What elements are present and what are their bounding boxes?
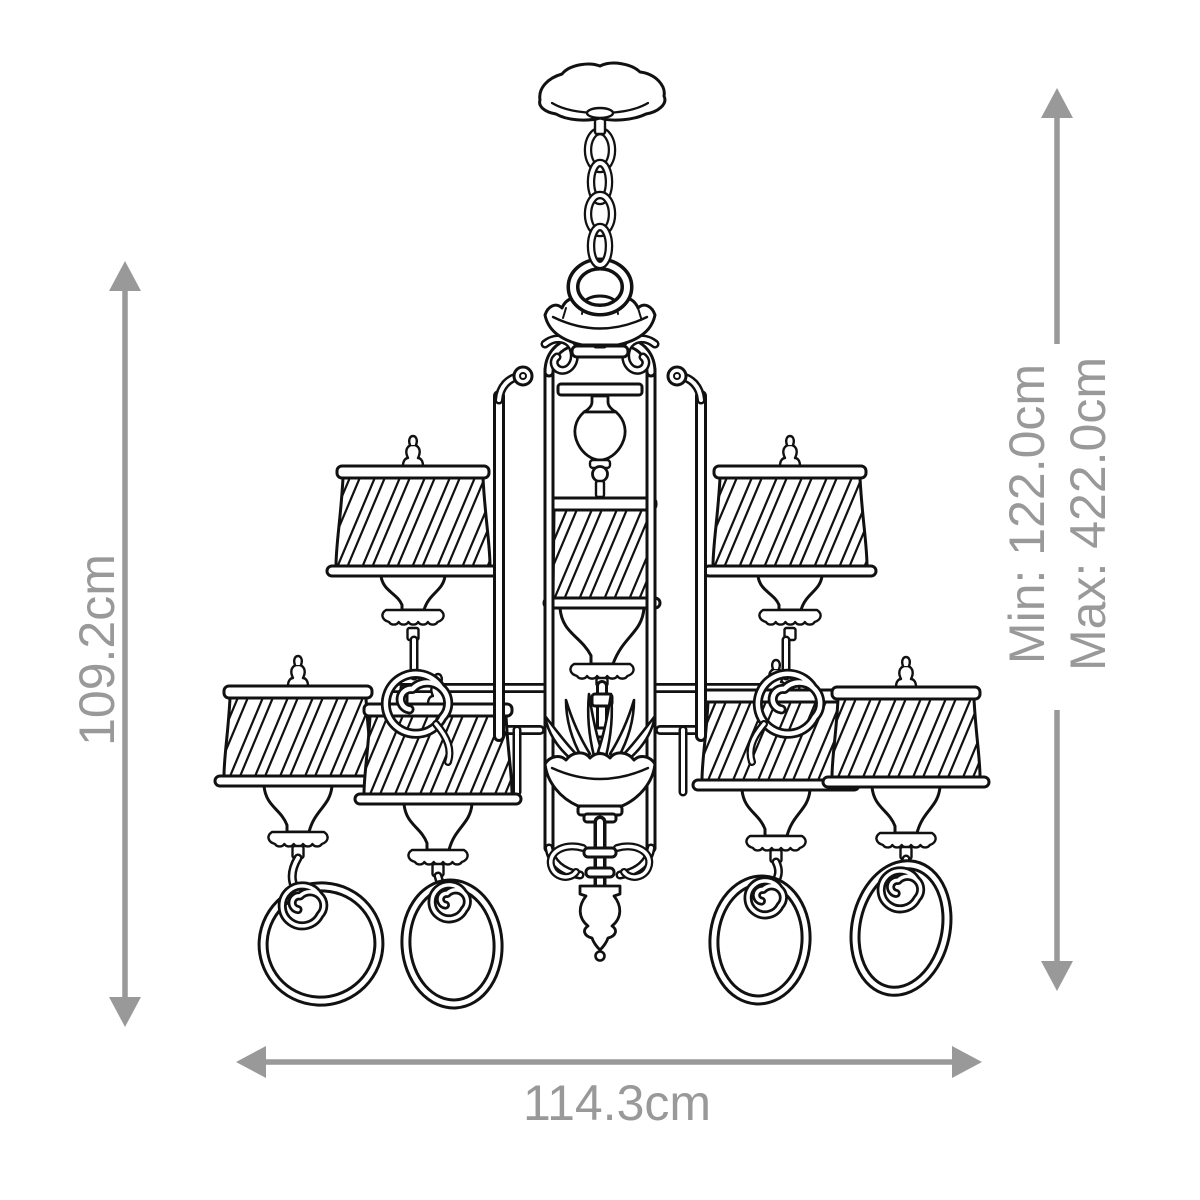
centre-light [542, 496, 662, 762]
drop-min-label: Min: 122.0cm [999, 364, 1055, 664]
upper-tier-right-light [702, 434, 878, 766]
arrow-down-icon [1041, 961, 1073, 991]
chandelier-drawing [213, 61, 991, 1010]
arrow-right-icon [952, 1046, 982, 1078]
suspension [538, 61, 667, 347]
drop-max-label: Max: 422.0cm [1060, 357, 1116, 671]
width-dimension-label: 114.3cm [523, 1075, 711, 1131]
arrow-down-icon [109, 997, 141, 1027]
upper-tier-left-light [325, 434, 501, 766]
arrow-left-icon [236, 1046, 266, 1078]
lower-tier-far-right-light [821, 655, 991, 997]
suspension-drop-dimension: Min: 122.0cm Max: 422.0cm [999, 88, 1116, 991]
arrow-up-icon [109, 261, 141, 291]
arrow-up-icon [1041, 88, 1073, 118]
lower-tier-mid-right-light [691, 658, 861, 1006]
height-dimension-label: 109.2cm [69, 554, 125, 746]
height-dimension: 109.2cm [69, 261, 141, 1027]
centre-bowl-and-finial [543, 692, 657, 962]
width-dimension: 114.3cm [236, 1046, 982, 1131]
